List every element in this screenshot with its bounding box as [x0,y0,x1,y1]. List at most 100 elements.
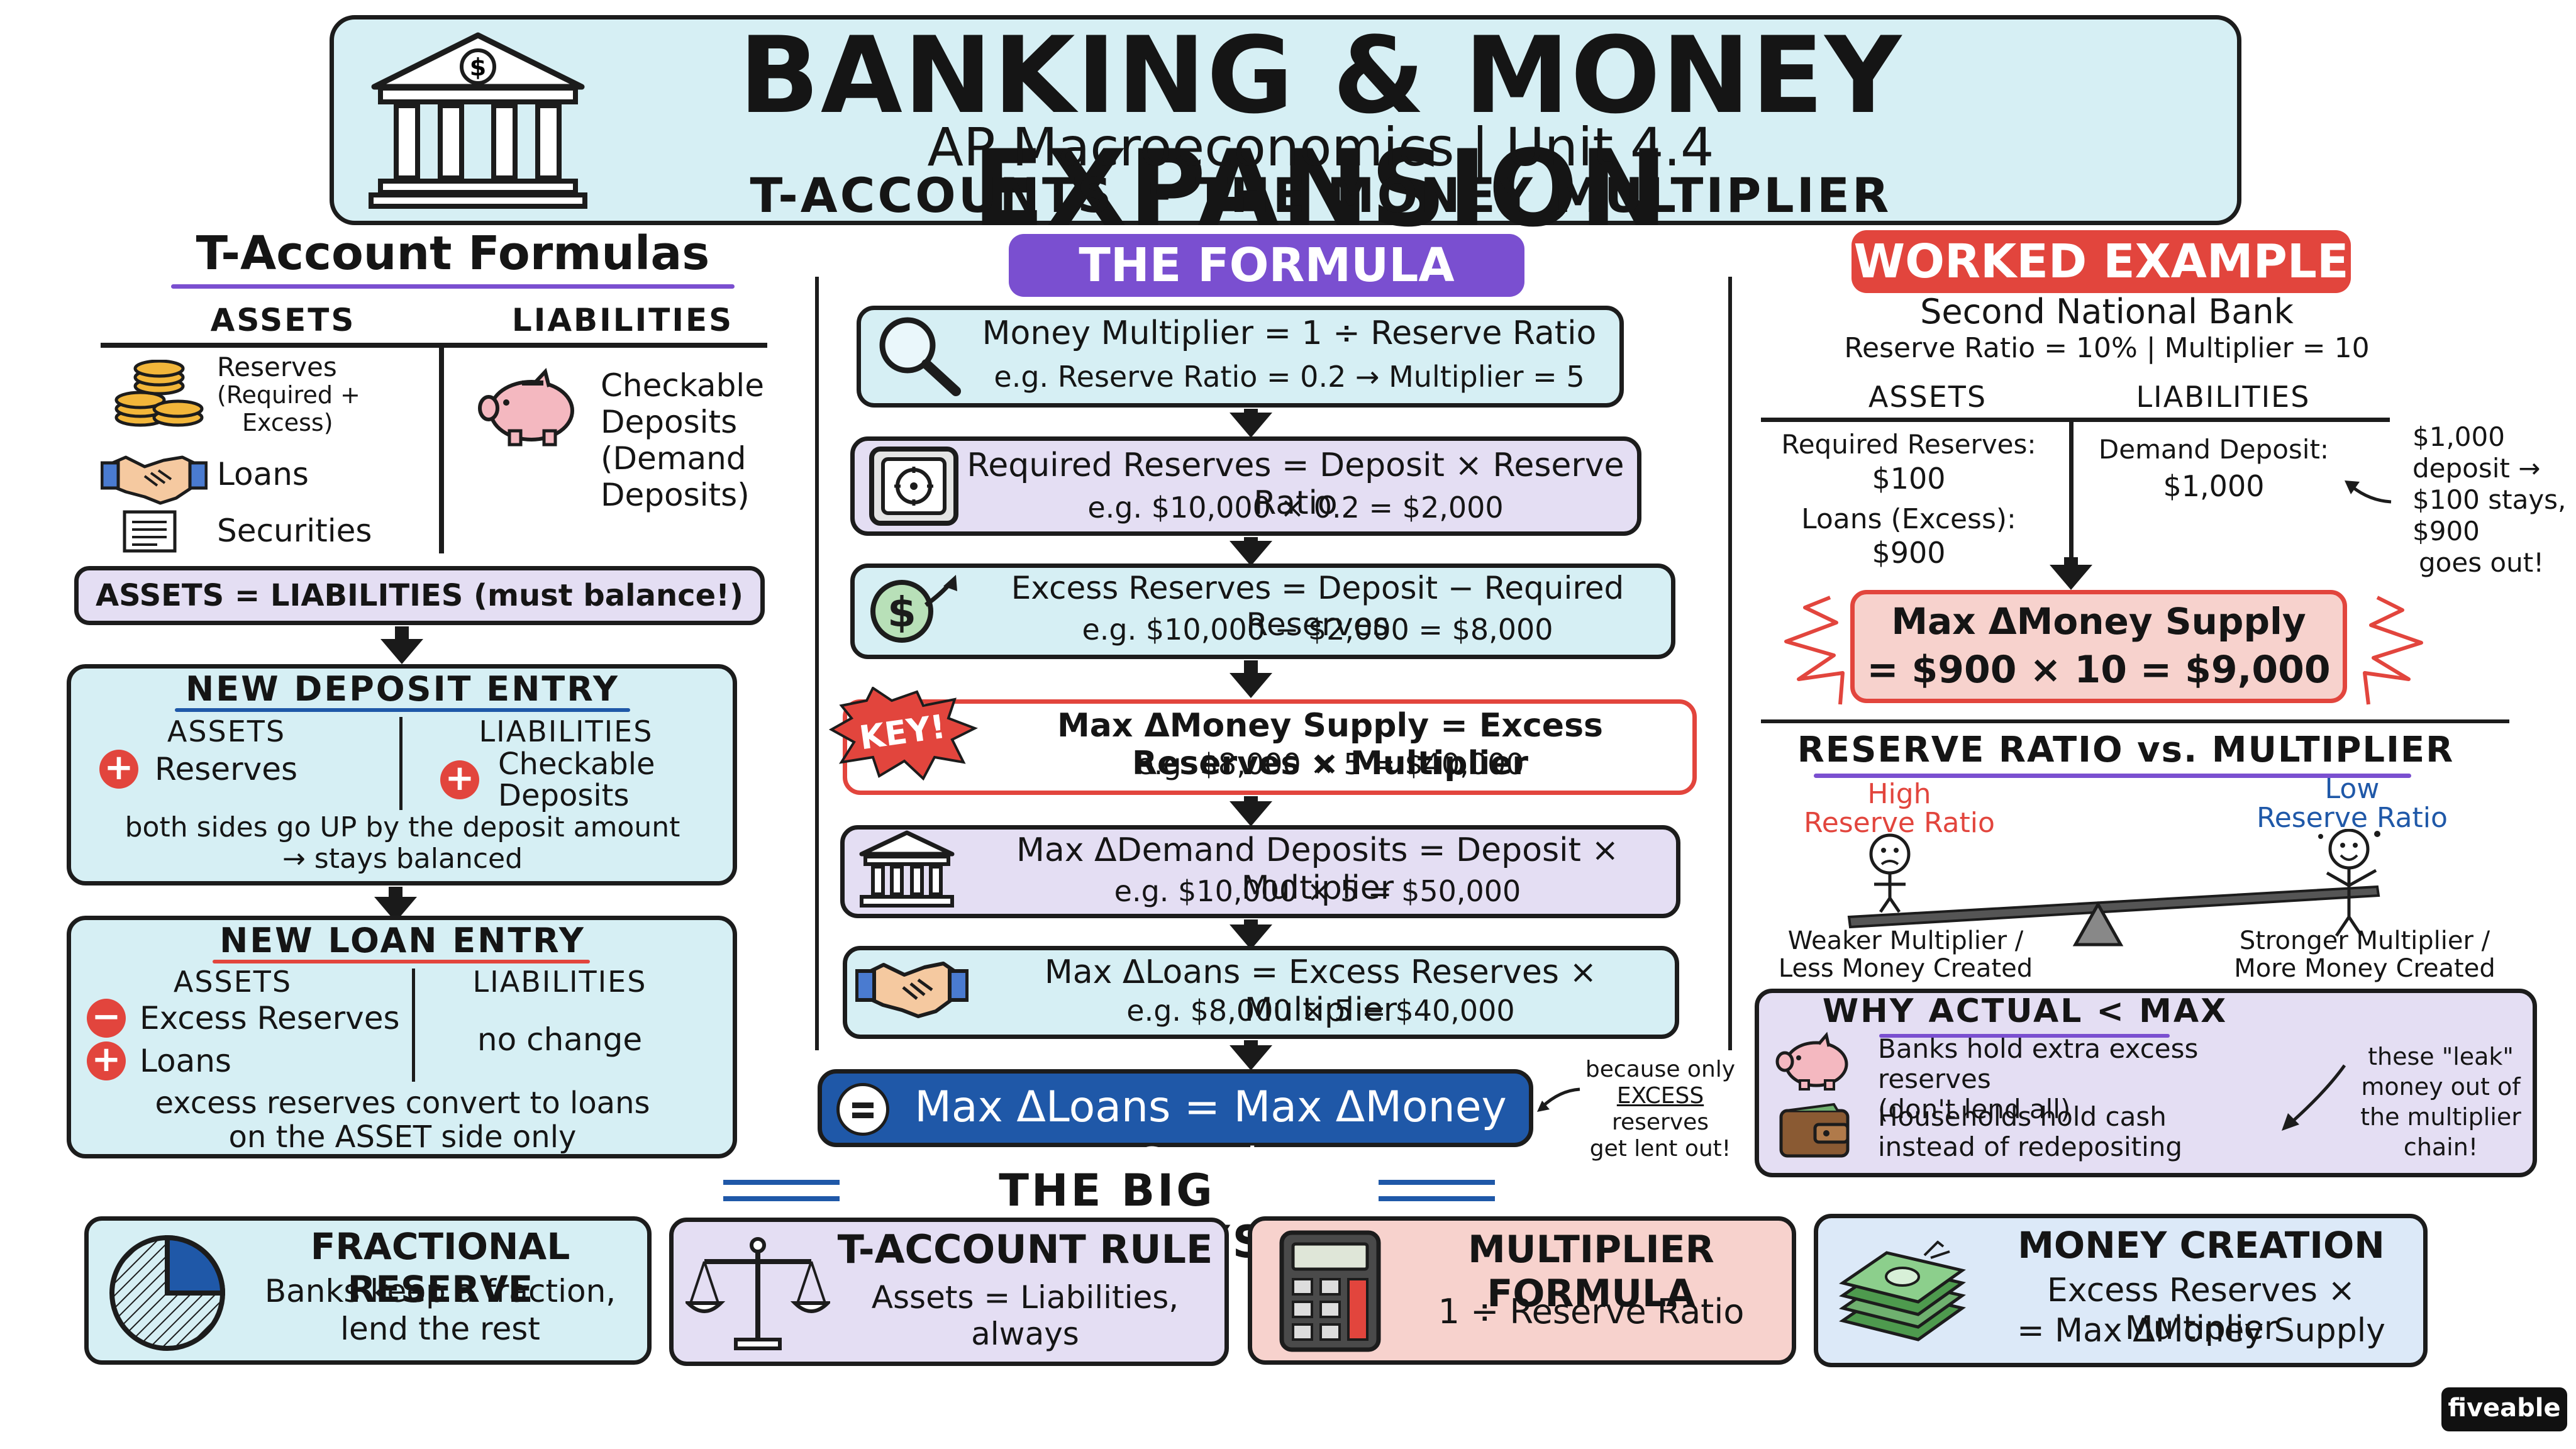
step-4-example: e.g. $8,000 × 5 = $40,000 [1136,747,1524,781]
low-ratio-line2: Reserve Ratio [2257,802,2448,834]
callout-line4: $900 [2412,516,2480,547]
leak-line2: money out of [2361,1073,2521,1101]
card-3-title: MULTIPLIER FORMULA [1468,1228,1714,1316]
card-1-title: FRACTIONAL RESERVE [310,1225,570,1311]
column-divider-right [1728,277,1732,1050]
arrow-down-mid-1 [1230,413,1272,438]
callout-arrow [2345,480,2392,504]
key-starburst-icon: KEY! [829,687,978,781]
svg-text:$: $ [887,588,916,636]
dollar-growth-icon: $ [870,575,957,643]
result-starburst [1784,596,2423,705]
balance-rule-text: ASSETS = LIABILITIES (must balance!) [96,578,743,613]
formula-step-2 [850,436,1641,536]
liability-line1: Checkable [601,367,764,404]
side-note-line3: reserves [1611,1109,1709,1135]
card-1-line2: lend the rest [340,1311,540,1347]
leak-note: these "leak" money out of the multiplier… [2350,1041,2532,1162]
scales-icon [686,1237,830,1350]
loan-liab-item: no change [477,1021,643,1058]
side-note-line4: get lent out! [1589,1136,1731,1162]
plus-icon: + [99,750,138,789]
loan-liabilities-label: LIABILITIES [472,965,647,999]
card-2-line1: Assets = Liabilities, [871,1279,1179,1316]
weak-label: Weaker Multiplier / Less Money Created [1767,927,2044,982]
result-line2: = $900 × 10 = $9,000 [1867,648,2331,692]
deposit-asset-text: Reserves [155,751,298,787]
callout-line5: goes out! [2419,547,2545,578]
equality-box [818,1069,1533,1147]
worked-callout: $1,000 deposit → $100 stays, $900 goes o… [2412,421,2570,579]
document-icon [123,510,177,553]
low-ratio-label: Low Reserve Ratio [2226,775,2478,833]
minus-icon: − [87,999,126,1038]
deposit-liab-line2: Deposits [498,778,630,813]
liability-line2: Deposits [601,404,738,440]
worked-loans-label: Loans (Excess): [1801,503,2016,535]
strong-line2: More Money Created [2234,954,2496,983]
column-divider-left [815,277,819,1050]
side-note-line1: because only [1585,1057,1736,1082]
step-3-formula: Excess Reserves = Deposit − Required Res… [1011,570,1624,643]
deposit-note-1: both sides go UP by the deposit amount [125,811,680,843]
high-ratio-line2: Reserve Ratio [1804,807,1995,839]
left-title-underline [171,284,735,289]
deposit-liab-item: + Checkable Deposits [440,748,730,811]
why1-line1: Banks hold extra excess reserves [1878,1033,2199,1094]
brand-logo: fiveable [2441,1387,2567,1431]
deposit-asset-item: + Reserves [99,750,389,789]
header-banner [330,15,2241,225]
formula-step-3 [850,564,1675,659]
strong-label: Stronger Multiplier / More Money Created [2220,927,2509,982]
worked-assets-label: ASSETS [1868,380,1987,414]
high-ratio-label: High Reserve Ratio [1774,780,2025,838]
asset-reserves-line1: Reserves [217,352,337,382]
why-title: WHY ACTUAL < MAX [1822,992,2228,1030]
plus-icon: + [440,760,479,799]
deposit-entry-title: NEW DEPOSIT ENTRY [186,669,619,709]
equals-icon [836,1083,889,1136]
bank-icon: $ [369,32,587,209]
step-1-formula: Money Multiplier = 1 ÷ Reserve Ratio [982,314,1597,352]
leak-line3: the multiplier [2360,1103,2521,1131]
step-5-example: e.g. $10,000 × 5 = $50,000 [1114,874,1521,908]
leak-arrow [2282,1064,2346,1131]
loan-asset-minus: − Excess Reserves [87,999,414,1038]
loan-entry-title: NEW LOAN ENTRY [219,921,586,960]
asset-loans: Loans [217,456,309,492]
formula-step-6 [843,946,1679,1039]
result-line1: Max ΔMoney Supply [1891,600,2306,643]
leak-line1: these "leak" [2368,1043,2514,1070]
arrow-down-mid-6 [1230,1045,1272,1070]
card-4-title: MONEY CREATION [2018,1224,2385,1267]
deposit-assets-label: ASSETS [167,714,286,748]
balance-rule-box: ASSETS = LIABILITIES (must balance!) [74,566,765,625]
step-1-example: e.g. Reserve Ratio = 0.2 → Multiplier = … [994,360,1585,394]
asset-securities: Securities [217,513,372,549]
loan-asset-minus-text: Excess Reserves [140,1000,400,1036]
wallet-icon [1779,1102,1850,1158]
arrow-stem-mid-3 [1244,660,1258,675]
card-4-line2: = Max ΔMoney Supply [2017,1312,2385,1350]
card-3-line1: 1 ÷ Reserve Ratio [1438,1292,1745,1331]
loan-assets-label: ASSETS [173,965,292,999]
step-2-example: e.g. $10,000 × 0.2 = $2,000 [1087,491,1504,525]
arrow-stem-left-1 [395,626,409,640]
weak-line1: Weaker Multiplier / [1787,926,2024,955]
formula-step-5 [840,825,1680,918]
page-tagline: T-ACCOUNTS + THE MONEY MULTIPLIER [750,167,1892,223]
asset-reserves: Reserves (Required + Excess) [217,352,406,437]
worked-dep-value: $1,000 [2163,469,2265,503]
why-box [1755,989,2537,1177]
worked-dep-label: Demand Deposit: [2098,434,2329,465]
seesaw-illustration [1847,829,2380,947]
bank-name: Second National Bank [1920,292,2294,331]
piggy-bank-icon [478,368,574,447]
card-2-title: T-ACCOUNT RULE [837,1226,1213,1272]
liability-line3: (Demand [601,440,747,477]
asset-reserves-line3: Excess) [242,409,333,436]
middle-section-title: THE FORMULA CHAIN [1009,234,1524,355]
step-3-example: e.g. $10,000 − $2,000 = $8,000 [1082,613,1553,647]
rr-title-underline [1814,774,2411,778]
worked-loans-value: $900 [1872,536,1946,570]
